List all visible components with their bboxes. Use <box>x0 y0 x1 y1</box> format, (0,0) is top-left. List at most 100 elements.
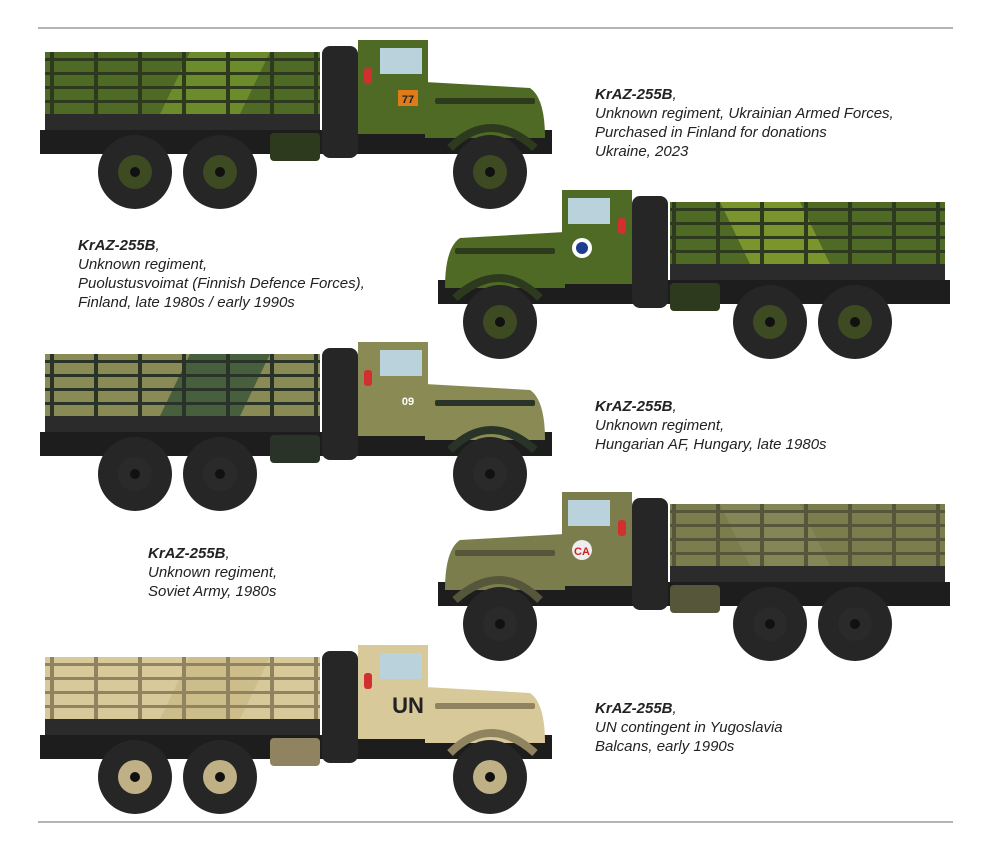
camo-patch <box>720 504 830 566</box>
bed-post <box>50 354 54 416</box>
bed-post <box>804 202 808 264</box>
truck-illustration-4: CA <box>438 492 950 661</box>
insignia-disc <box>572 540 592 560</box>
front-fender <box>452 576 543 604</box>
wheel-center <box>485 772 495 782</box>
caption-line: Hungarian AF, Hungary, late 1980s <box>595 436 827 453</box>
caption-1: KrAZ-255B, Unknown regiment, Ukrainian A… <box>595 86 894 160</box>
bed-post <box>226 657 230 719</box>
bed-post <box>182 52 186 114</box>
caption-line: UN contingent in Yugoslavia <box>595 719 783 736</box>
bed-floor <box>45 416 320 432</box>
wheel-center <box>215 469 225 479</box>
front-fender <box>452 274 543 302</box>
bed-post <box>138 657 142 719</box>
bed-post <box>226 354 230 416</box>
tail-light <box>364 673 372 689</box>
hood-detail <box>435 703 535 709</box>
vehicle-marking: 09 <box>402 396 414 408</box>
fuel-tank <box>670 283 720 311</box>
caption-line: Unknown regiment, <box>148 564 278 581</box>
bed-post <box>94 52 98 114</box>
bed-floor <box>45 114 320 130</box>
fuel-tank <box>270 133 320 161</box>
fuel-tank <box>270 738 320 766</box>
hood <box>445 232 565 288</box>
caption-line: Unknown regiment, Ukrainian Armed Forces… <box>595 105 894 122</box>
vehicle-marking: UN <box>392 693 424 718</box>
caption-4: KrAZ-255B, Unknown regiment, Soviet Army… <box>148 545 278 600</box>
front-fender <box>447 729 538 757</box>
bed-post <box>270 52 274 114</box>
cab-window <box>568 198 610 224</box>
bed-post <box>936 504 940 566</box>
bed-post <box>314 52 318 114</box>
tail-light <box>618 218 626 234</box>
truck-illustration-1: 77 <box>40 40 552 209</box>
bed-post <box>94 354 98 416</box>
bed-post <box>804 504 808 566</box>
spare-wheel <box>322 348 358 460</box>
wheel-center <box>485 469 495 479</box>
cab-window <box>568 500 610 526</box>
truck-illustration-5: UN <box>40 645 552 814</box>
tail-light <box>618 520 626 536</box>
hood-detail <box>455 248 555 254</box>
bed-post <box>270 657 274 719</box>
camo-patch <box>160 354 270 416</box>
caption-line: Ukraine, 2023 <box>595 143 689 160</box>
bed-post <box>270 354 274 416</box>
fuel-tank <box>270 435 320 463</box>
caption-line: Unknown regiment, <box>78 256 208 273</box>
bed-post <box>672 202 676 264</box>
bed-post <box>760 504 764 566</box>
fuel-tank <box>670 585 720 613</box>
hood <box>445 534 565 590</box>
spare-wheel <box>322 651 358 763</box>
caption-line: Puolustusvoimat (Finnish Defence Forces)… <box>78 275 365 292</box>
camo-patch <box>160 52 270 114</box>
caption-line: Purchased in Finland for donations <box>595 124 827 141</box>
hood <box>425 82 545 138</box>
bed-post <box>50 657 54 719</box>
bed-post <box>892 504 896 566</box>
top-divider <box>38 27 953 29</box>
bed-post <box>94 657 98 719</box>
wheel-center <box>850 317 860 327</box>
wheel-center <box>850 619 860 629</box>
bottom-divider <box>38 821 953 823</box>
caption-title: KrAZ-255B <box>595 398 673 415</box>
hood <box>425 687 545 743</box>
tail-light <box>364 370 372 386</box>
vehicle-marking: CA <box>574 546 590 558</box>
bed-post <box>936 202 940 264</box>
caption-title: KrAZ-255B <box>595 86 673 103</box>
wheel-center <box>130 772 140 782</box>
camo-patch <box>160 657 270 719</box>
caption-line: Soviet Army, 1980s <box>148 583 277 600</box>
roundel-center <box>576 242 588 254</box>
spare-wheel <box>632 196 668 308</box>
bed-post <box>314 354 318 416</box>
hood <box>425 384 545 440</box>
bed-post <box>716 202 720 264</box>
bed-post <box>138 52 142 114</box>
bed-post <box>138 354 142 416</box>
bed-floor <box>670 264 945 280</box>
spare-wheel <box>632 498 668 610</box>
bed-post <box>226 52 230 114</box>
bed-floor <box>45 719 320 735</box>
caption-line: Balcans, early 1990s <box>595 738 735 755</box>
bed-post <box>716 504 720 566</box>
wheel-center <box>495 317 505 327</box>
wheel-center <box>765 619 775 629</box>
bed-post <box>182 657 186 719</box>
hood-detail <box>435 98 535 104</box>
wheel-center <box>485 167 495 177</box>
cab-window <box>380 653 422 679</box>
wheel-center <box>765 317 775 327</box>
caption-title: KrAZ-255B <box>78 237 156 254</box>
bed-post <box>848 202 852 264</box>
truck-illustration-3: 09 <box>40 342 552 511</box>
